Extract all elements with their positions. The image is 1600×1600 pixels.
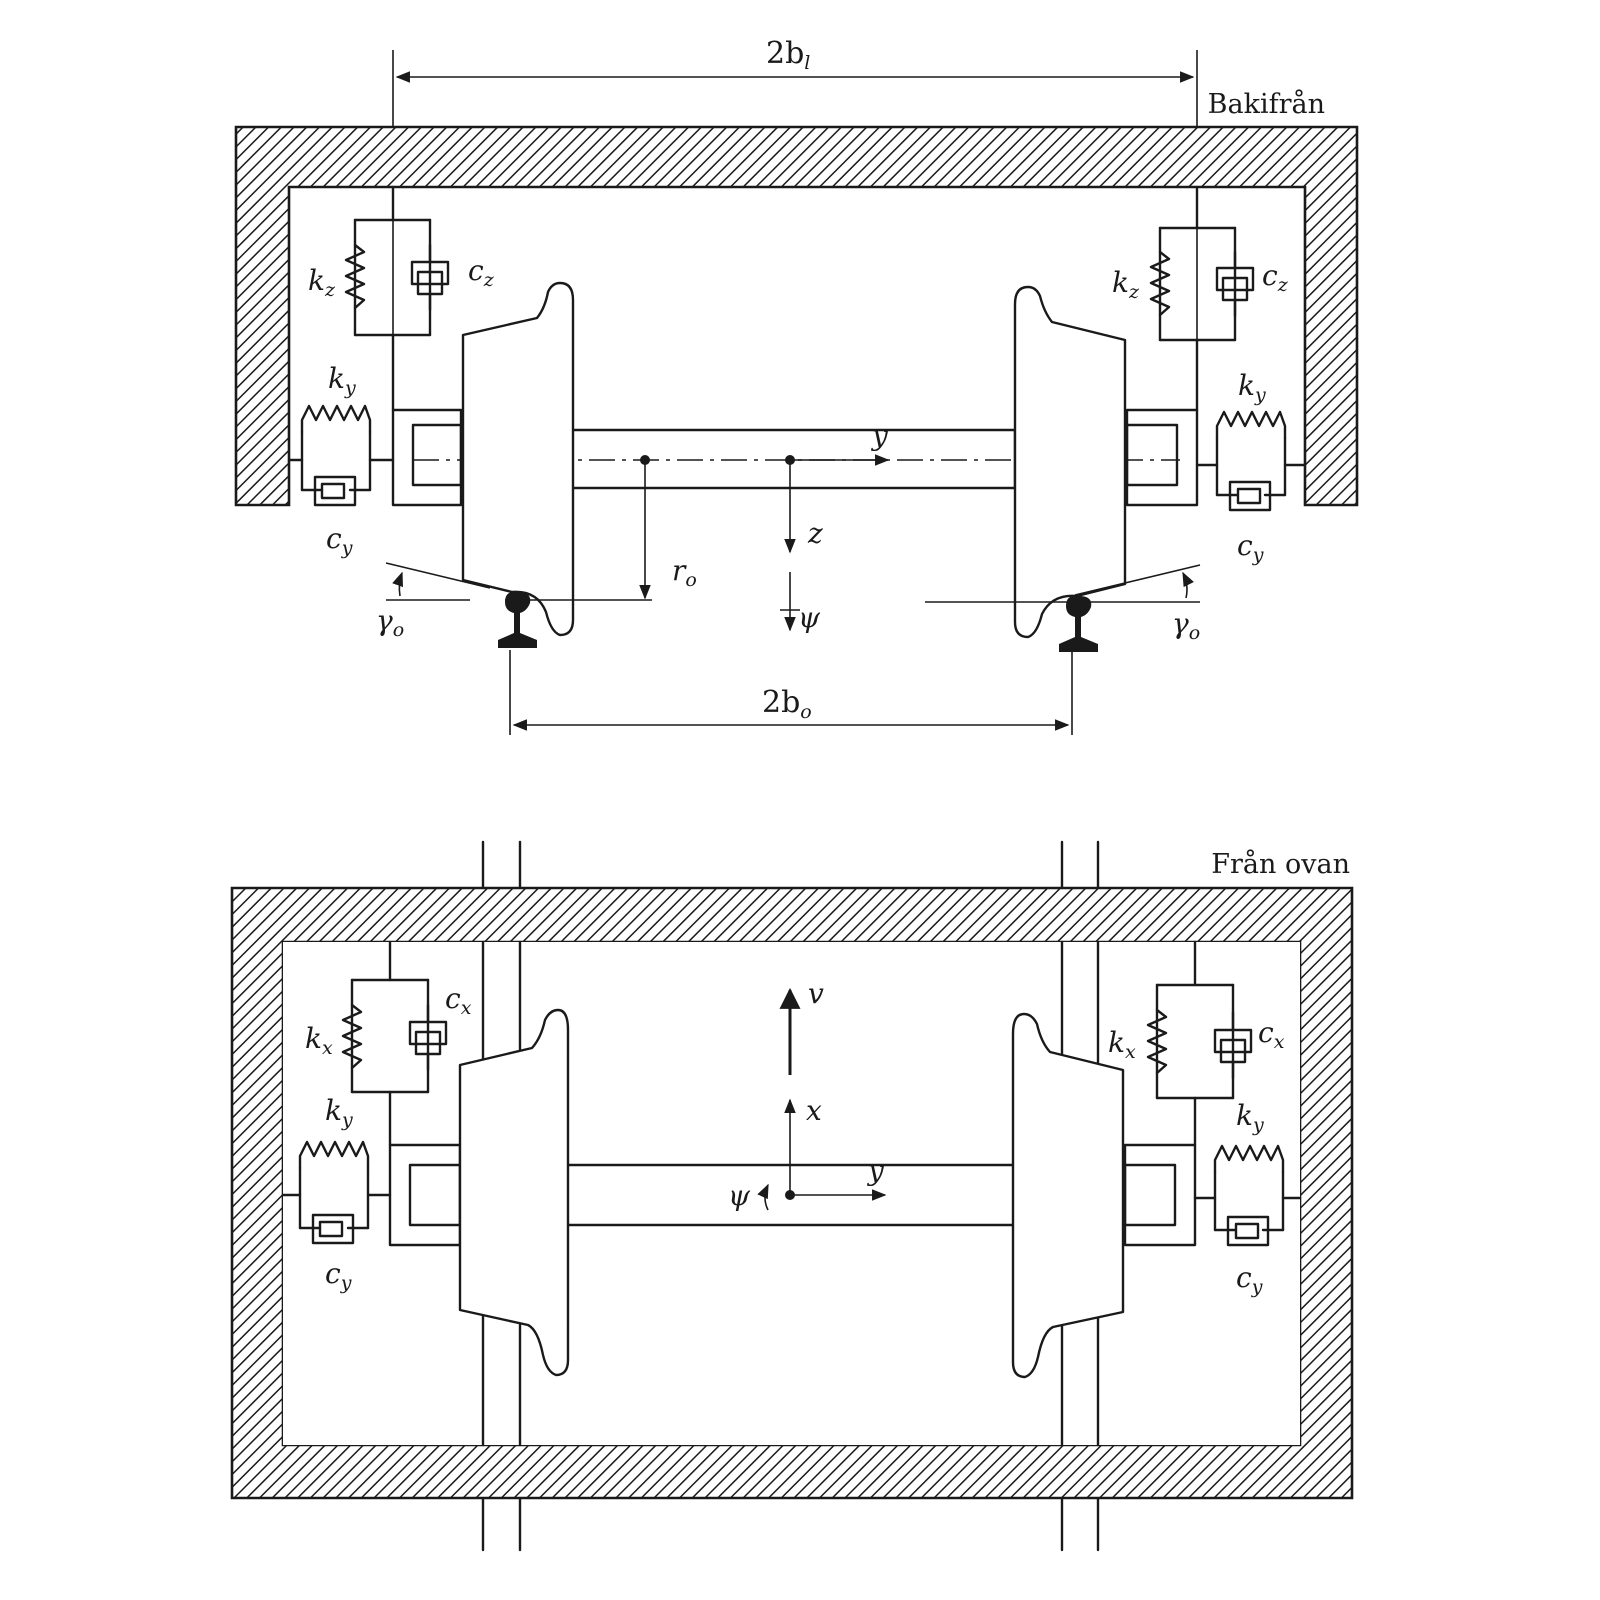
label-kx-right: kx (1108, 1026, 1136, 1063)
damper-cy-left-top (298, 1213, 370, 1245)
rear-left-suspension: kz cz ky cy (287, 185, 495, 559)
label-cy-right: cy (1237, 529, 1264, 566)
top-left-wheel (458, 1008, 570, 1377)
rear-axis-psi-label: ψ (798, 601, 821, 634)
label-cx-left: cx (445, 982, 472, 1019)
rear-right-wheel (1013, 285, 1127, 639)
label-cx-right: cx (1258, 1016, 1285, 1053)
rear-coordinate-axes: y z ψ (640, 419, 890, 634)
spring-ky-right (1215, 410, 1287, 440)
rear-axis-z-label: z (807, 517, 823, 550)
rear-view-title: Bakifrån (1208, 88, 1325, 120)
label-kx-left: kx (305, 1022, 333, 1059)
spring-ky-left-top (298, 1140, 370, 1170)
damper-cy-left (300, 475, 372, 507)
top-view-title: Från ovan (1211, 848, 1350, 880)
label-kz-right: kz (1112, 266, 1140, 303)
damper-cy-right-top (1213, 1215, 1285, 1247)
spring-kz-right (1149, 250, 1171, 317)
conicity-right: γo (925, 564, 1200, 644)
damper-cz-left (410, 243, 450, 312)
label-cy-right-top: cy (1236, 1261, 1263, 1298)
dim-label-2bo: 2bo (762, 685, 812, 723)
rail-left (498, 591, 537, 648)
spring-kz-left (344, 243, 366, 310)
top-right-suspension: kx cx ky cy (1108, 940, 1302, 1298)
label-cy-left-top: cy (325, 1257, 352, 1294)
top-axis-y-label: y (866, 1154, 885, 1187)
rear-left-wheel (461, 281, 575, 637)
spring-ky-right-top (1213, 1144, 1285, 1174)
top-coordinate-axes: v x y ψ (728, 977, 887, 1212)
rear-bogie-frame (234, 125, 1359, 507)
spring-kx-right (1146, 1008, 1168, 1075)
label-cy-left: cy (326, 522, 353, 559)
label-ro: ro (672, 554, 697, 591)
label-ky-right-top: ky (1236, 1099, 1264, 1136)
rear-right-suspension: kz cz ky cy (1112, 185, 1307, 566)
top-view: Från ovan (230, 840, 1354, 1552)
damper-cz-right (1215, 250, 1255, 318)
label-cz-left: cz (468, 254, 495, 291)
dimension-2bo: 2bo (509, 650, 1073, 735)
conicity-left: γo (376, 562, 491, 641)
damper-cx-right (1213, 1010, 1253, 1080)
yaw-rotation-arrow (757, 1183, 769, 1211)
label-gamma-left: γo (376, 604, 404, 641)
label-kz-left: kz (308, 264, 336, 301)
label-ky-left-top: ky (325, 1094, 353, 1131)
top-axis-psi-label: ψ (728, 1179, 751, 1212)
label-gamma-right: γo (1172, 607, 1200, 644)
label-ky-left: ky (328, 362, 356, 399)
rail-right (1059, 595, 1098, 652)
top-axis-v-label: v (808, 977, 824, 1010)
label-ky-right: ky (1238, 369, 1266, 406)
rear-view: Bakifrån 2bl k (234, 36, 1359, 735)
rolling-radius: ro (505, 460, 697, 601)
spring-kx-left (341, 1003, 363, 1070)
spring-ky-left (300, 404, 372, 434)
dim-label-2bl: 2bl (766, 36, 810, 74)
label-cz-right: cz (1262, 259, 1289, 296)
top-axis-x-label: x (806, 1094, 822, 1127)
rear-axis-y-label: y (870, 419, 889, 452)
damper-cx-left (408, 1003, 448, 1072)
top-right-wheel (1011, 1012, 1125, 1379)
damper-cy-right (1215, 480, 1287, 512)
